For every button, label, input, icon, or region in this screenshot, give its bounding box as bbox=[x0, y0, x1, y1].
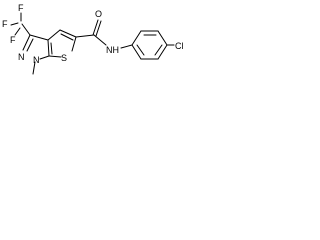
bond-cf3-to-ring bbox=[21, 23, 31, 36]
sulfur-label: S bbox=[61, 53, 67, 63]
bond-c3-n2 bbox=[22, 34, 31, 51]
bond-c7a-s bbox=[48, 55, 62, 58]
oxygen-label: O bbox=[95, 9, 102, 19]
bond-c4-c5 bbox=[59, 29, 77, 38]
nitrogen-label-n1: N bbox=[33, 55, 40, 65]
molecule-drawing: F F F O N N S NH Cl bbox=[2, 3, 184, 75]
bond-c4-c5-inner bbox=[60, 33, 74, 41]
bond-c3-n2-inner bbox=[26, 38, 34, 52]
bond-c7a-inner bbox=[50, 42, 53, 55]
bond-c5-s bbox=[71, 36, 77, 52]
bond-ph-4 bbox=[157, 44, 168, 60]
fluorine-label-left: F bbox=[2, 19, 8, 29]
amide-nh-label: NH bbox=[106, 45, 119, 55]
bond-ph-inner-2 bbox=[154, 44, 163, 56]
bond-c5-carbonyl bbox=[75, 34, 95, 38]
bond-carbonyl-o-2 bbox=[95, 20, 102, 37]
bond-c3a-c4 bbox=[47, 29, 61, 41]
bond-carbonyl-n bbox=[93, 34, 107, 46]
fluorine-label-bottom: F bbox=[10, 35, 16, 45]
bond-ph-6 bbox=[131, 44, 142, 60]
bond-c3-c3a bbox=[29, 34, 49, 41]
bond-c3a-c7a bbox=[47, 39, 50, 57]
nitrogen-label-n2: N bbox=[18, 52, 25, 62]
bond-cf3-f-left bbox=[10, 22, 19, 26]
bond-n-phenyl bbox=[120, 44, 133, 49]
bond-n1-methyl bbox=[32, 61, 36, 75]
bond-carbonyl-o-1 bbox=[92, 19, 99, 36]
bond-ph-3 bbox=[157, 30, 168, 46]
bond-ph-inner-3 bbox=[136, 44, 145, 56]
chemical-structure-canvas: F F F O N N S NH Cl bbox=[0, 0, 201, 91]
bond-n1-c7a bbox=[39, 55, 50, 60]
bond-cf3-f-bottom bbox=[14, 27, 21, 36]
bond-ph-1 bbox=[131, 30, 142, 46]
fluorine-label-top: F bbox=[18, 3, 24, 13]
chlorine-label: Cl bbox=[175, 41, 184, 51]
